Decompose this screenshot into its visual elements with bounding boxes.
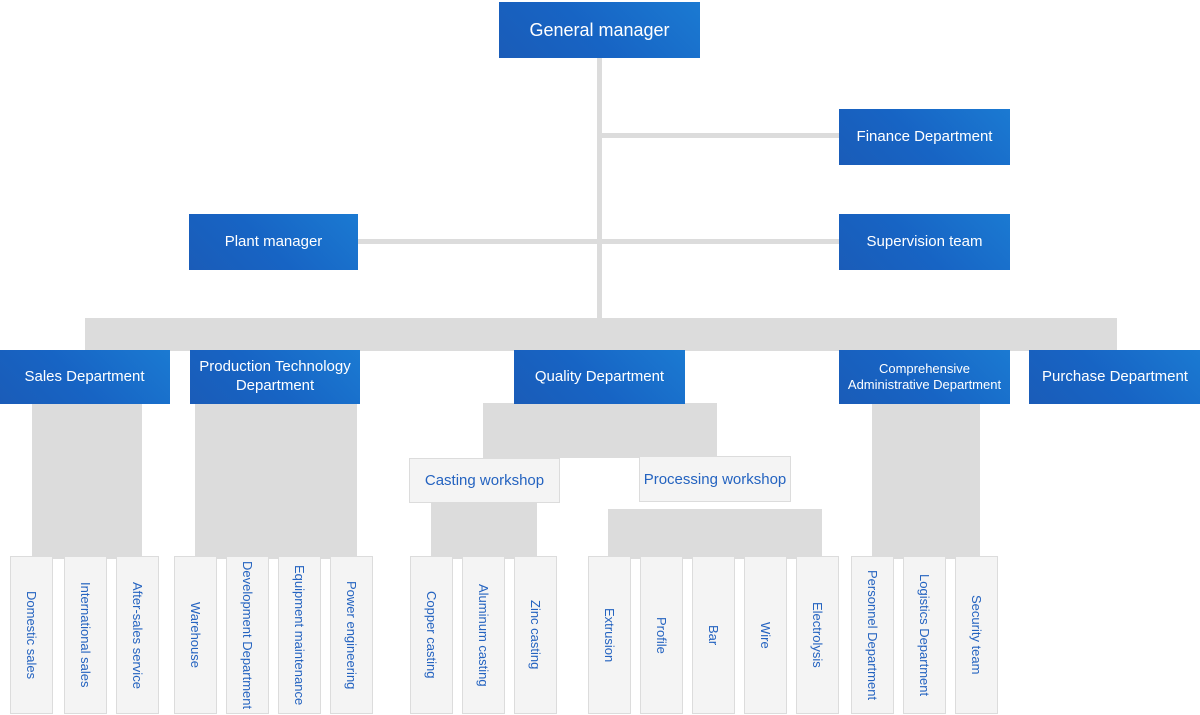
leaf-domestic-sales[interactable]: Domestic sales xyxy=(10,556,53,714)
node-quality-department[interactable]: Quality Department xyxy=(514,350,685,404)
leaf-wire[interactable]: Wire xyxy=(744,556,787,714)
leaf-equipment-maintenance-label: Equipment maintenance xyxy=(292,564,307,706)
node-purchase-department[interactable]: Purchase Department xyxy=(1029,350,1200,404)
leaf-logistics-department-label: Logistics Department xyxy=(917,573,932,697)
node-supervision-team-label: Supervision team xyxy=(866,232,983,250)
leaf-electrolysis[interactable]: Electrolysis xyxy=(796,556,839,714)
leaf-profile-label: Profile xyxy=(654,616,669,654)
leaf-security-team-label: Security team xyxy=(969,595,984,675)
connector-stem-processing xyxy=(608,509,822,559)
node-sales-department-label: Sales Department xyxy=(24,367,145,385)
leaf-extrusion[interactable]: Extrusion xyxy=(588,556,631,714)
node-general-manager-label: General manager xyxy=(529,19,670,40)
node-purchase-department-label: Purchase Department xyxy=(1042,367,1188,385)
leaf-personnel-department[interactable]: Personnel Department xyxy=(851,556,894,714)
node-processing-workshop-label: Processing workshop xyxy=(643,470,787,488)
leaf-warehouse[interactable]: Warehouse xyxy=(174,556,217,714)
connector-to-plant-manager xyxy=(357,239,601,244)
node-sales-department[interactable]: Sales Department xyxy=(0,350,170,404)
node-production-technology-department-label: Production Technology Department xyxy=(199,358,351,394)
node-production-technology-department[interactable]: Production Technology Department xyxy=(190,350,360,404)
node-casting-workshop-label: Casting workshop xyxy=(424,472,545,489)
leaf-copper-casting-label: Copper casting xyxy=(424,591,439,679)
node-casting-workshop[interactable]: Casting workshop xyxy=(409,458,560,503)
leaf-extrusion-label: Extrusion xyxy=(602,607,617,663)
node-processing-workshop[interactable]: Processing workshop xyxy=(639,456,791,502)
leaf-international-sales[interactable]: International sales xyxy=(64,556,107,714)
node-finance-department[interactable]: Finance Department xyxy=(839,109,1010,165)
leaf-profile[interactable]: Profile xyxy=(640,556,683,714)
leaf-domestic-sales-label: Domestic sales xyxy=(24,590,39,680)
leaf-zinc-casting-label: Zinc casting xyxy=(528,600,543,670)
leaf-logistics-department[interactable]: Logistics Department xyxy=(903,556,946,714)
leaf-personnel-department-label: Personnel Department xyxy=(865,569,880,701)
node-comprehensive-administrative-department[interactable]: Comprehensive Administrative Department xyxy=(839,350,1010,404)
connector-stem-production xyxy=(195,403,357,559)
node-plant-manager[interactable]: Plant manager xyxy=(189,214,358,270)
leaf-international-sales-label: International sales xyxy=(78,582,93,688)
leaf-bar-label: Bar xyxy=(706,624,721,646)
leaf-aluminum-casting-label: Aluminum casting xyxy=(476,583,491,687)
node-finance-department-label: Finance Department xyxy=(856,127,993,145)
leaf-warehouse-label: Warehouse xyxy=(188,602,203,668)
connector-stem-quality xyxy=(483,403,717,458)
connector-stem-administrative xyxy=(872,403,980,559)
connector-department-band xyxy=(85,318,1117,351)
connector-to-supervision xyxy=(601,239,841,244)
node-comprehensive-administrative-department-label: Comprehensive Administrative Department xyxy=(847,360,1002,392)
leaf-power-engineering-label: Power engineering xyxy=(344,580,359,690)
leaf-electrolysis-label: Electrolysis xyxy=(810,602,825,668)
node-general-manager[interactable]: General manager xyxy=(499,2,700,58)
connector-stem-sales xyxy=(32,403,142,559)
leaf-after-sales-service-label: After-sales service xyxy=(130,581,145,689)
leaf-aluminum-casting[interactable]: Aluminum casting xyxy=(462,556,505,714)
leaf-after-sales-service[interactable]: After-sales service xyxy=(116,556,159,714)
leaf-development-department[interactable]: Development Department xyxy=(226,556,269,714)
node-supervision-team[interactable]: Supervision team xyxy=(839,214,1010,270)
leaf-zinc-casting[interactable]: Zinc casting xyxy=(514,556,557,714)
connector-trunk-main xyxy=(597,58,602,320)
leaf-wire-label: Wire xyxy=(758,621,773,649)
node-plant-manager-label: Plant manager xyxy=(224,232,323,250)
leaf-bar[interactable]: Bar xyxy=(692,556,735,714)
connector-stem-casting xyxy=(431,503,537,559)
leaf-security-team[interactable]: Security team xyxy=(955,556,998,714)
leaf-power-engineering[interactable]: Power engineering xyxy=(330,556,373,714)
node-quality-department-label: Quality Department xyxy=(534,367,665,385)
leaf-development-department-label: Development Department xyxy=(240,560,255,710)
connector-to-finance xyxy=(601,133,841,138)
leaf-copper-casting[interactable]: Copper casting xyxy=(410,556,453,714)
leaf-equipment-maintenance[interactable]: Equipment maintenance xyxy=(278,556,321,714)
